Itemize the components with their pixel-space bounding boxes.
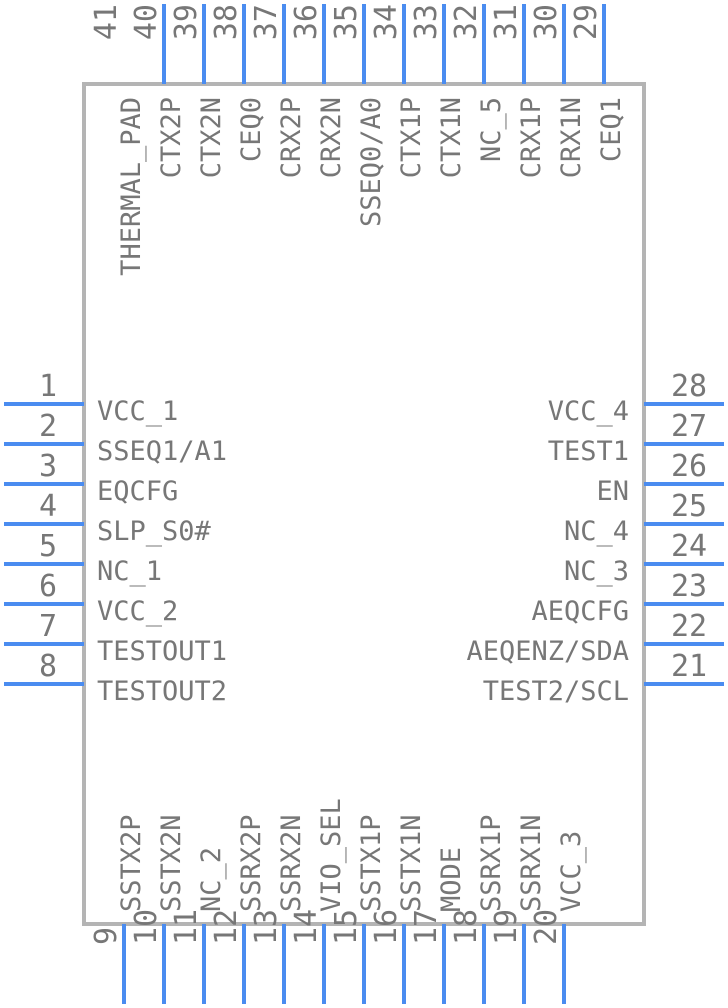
pin-label-14: VIO_SEL xyxy=(316,798,347,912)
pin-label-27: TEST1 xyxy=(548,436,629,467)
pin-number-16: 16 xyxy=(369,909,404,945)
pin-label-24: NC_3 xyxy=(564,556,629,587)
pin-number-30: 30 xyxy=(529,4,564,40)
pin-label-25: NC_4 xyxy=(564,516,629,547)
pin-label-26: EN xyxy=(596,476,629,507)
pin-label-22: AEQENZ/SDA xyxy=(466,636,629,667)
pin-label-1: VCC_1 xyxy=(97,396,178,427)
pin-label-40: CTX2P xyxy=(156,97,187,178)
pin-number-14: 14 xyxy=(289,909,324,945)
pin-number-27: 27 xyxy=(671,409,707,444)
pin-number-17: 17 xyxy=(409,909,444,945)
pin-number-40: 40 xyxy=(129,4,164,40)
pin-label-10: SSTX2N xyxy=(156,814,187,912)
pin-label-30: CRX1N xyxy=(556,97,587,178)
pin-number-31: 31 xyxy=(489,4,524,40)
pin-label-33: CTX1N xyxy=(436,97,467,178)
pin-number-25: 25 xyxy=(671,489,707,524)
pin-label-28: VCC_4 xyxy=(548,396,629,427)
pin-label-18: SSRX1P xyxy=(476,814,507,912)
pin-number-21: 21 xyxy=(671,649,707,684)
pin-label-23: AEQCFG xyxy=(531,596,629,627)
pin-label-6: VCC_2 xyxy=(97,596,178,627)
pin-label-17: MODE xyxy=(436,847,467,912)
pin-number-6: 6 xyxy=(39,569,57,604)
pin-label-12: SSRX2P xyxy=(236,814,267,912)
pin-label-2: SSEQ1/A1 xyxy=(97,436,227,467)
pin-label-11: NC_2 xyxy=(196,847,227,912)
pin-number-1: 1 xyxy=(39,369,57,404)
pin-number-15: 15 xyxy=(329,909,364,945)
pin-label-3: EQCFG xyxy=(97,476,178,507)
pin-number-32: 32 xyxy=(449,4,484,40)
pin-label-21: TEST2/SCL xyxy=(483,676,629,707)
pin-label-41: THERMAL_PAD xyxy=(116,97,147,276)
component-body xyxy=(82,82,646,926)
pin-label-20: VCC_3 xyxy=(556,831,587,912)
pin-number-13: 13 xyxy=(249,909,284,945)
pin-label-15: SSTX1P xyxy=(356,814,387,912)
pin-number-36: 36 xyxy=(289,4,324,40)
pin-number-18: 18 xyxy=(449,909,484,945)
pin-number-8: 8 xyxy=(39,649,57,684)
pin-number-23: 23 xyxy=(671,569,707,604)
pin-number-26: 26 xyxy=(671,449,707,484)
pin-number-19: 19 xyxy=(489,909,524,945)
pin-number-7: 7 xyxy=(39,609,57,644)
pin-number-9: 9 xyxy=(89,927,124,945)
pin-number-20: 20 xyxy=(529,909,564,945)
pin-number-28: 28 xyxy=(671,369,707,404)
pin-label-39: CTX2N xyxy=(196,97,227,178)
pin-number-29: 29 xyxy=(569,4,604,40)
pin-label-7: TESTOUT1 xyxy=(97,636,227,667)
pin-label-31: CRX1P xyxy=(516,97,547,178)
pin-number-10: 10 xyxy=(129,909,164,945)
pin-number-37: 37 xyxy=(249,4,284,40)
pin-number-12: 12 xyxy=(209,909,244,945)
pin-number-4: 4 xyxy=(39,489,57,524)
pin-number-24: 24 xyxy=(671,529,707,564)
pin-number-2: 2 xyxy=(39,409,57,444)
pin-label-16: SSTX1N xyxy=(396,814,427,912)
pin-label-19: SSRX1N xyxy=(516,814,547,912)
pin-number-39: 39 xyxy=(169,4,204,40)
pin-number-38: 38 xyxy=(209,4,244,40)
pin-label-32: NC_5 xyxy=(476,97,507,162)
pin-number-35: 35 xyxy=(329,4,364,40)
pin-number-33: 33 xyxy=(409,4,444,40)
pin-number-5: 5 xyxy=(39,529,57,564)
pin-label-36: CRX2N xyxy=(316,97,347,178)
pin-label-29: CEQ1 xyxy=(596,97,627,162)
pin-number-34: 34 xyxy=(369,4,404,40)
pin-label-4: SLP_S0# xyxy=(97,516,212,547)
pin-label-13: SSRX2N xyxy=(276,814,307,912)
pin-label-8: TESTOUT2 xyxy=(97,676,227,707)
pin-number-11: 11 xyxy=(169,909,204,945)
pin-label-38: CEQ0 xyxy=(236,97,267,162)
pin-label-5: NC_1 xyxy=(97,556,162,587)
pin-number-41: 41 xyxy=(89,4,124,40)
pin-label-34: CTX1P xyxy=(396,97,427,178)
pin-label-37: CRX2P xyxy=(276,97,307,178)
bottom-pin-group: 9SSTX2P10SSTX2N11NC_212SSRX2P13SSRX2N14V… xyxy=(89,798,587,1004)
pin-number-3: 3 xyxy=(39,449,57,484)
pin-label-9: SSTX2P xyxy=(116,814,147,912)
pin-label-35: SSEQ0/A0 xyxy=(356,97,387,227)
pin-number-22: 22 xyxy=(671,609,707,644)
